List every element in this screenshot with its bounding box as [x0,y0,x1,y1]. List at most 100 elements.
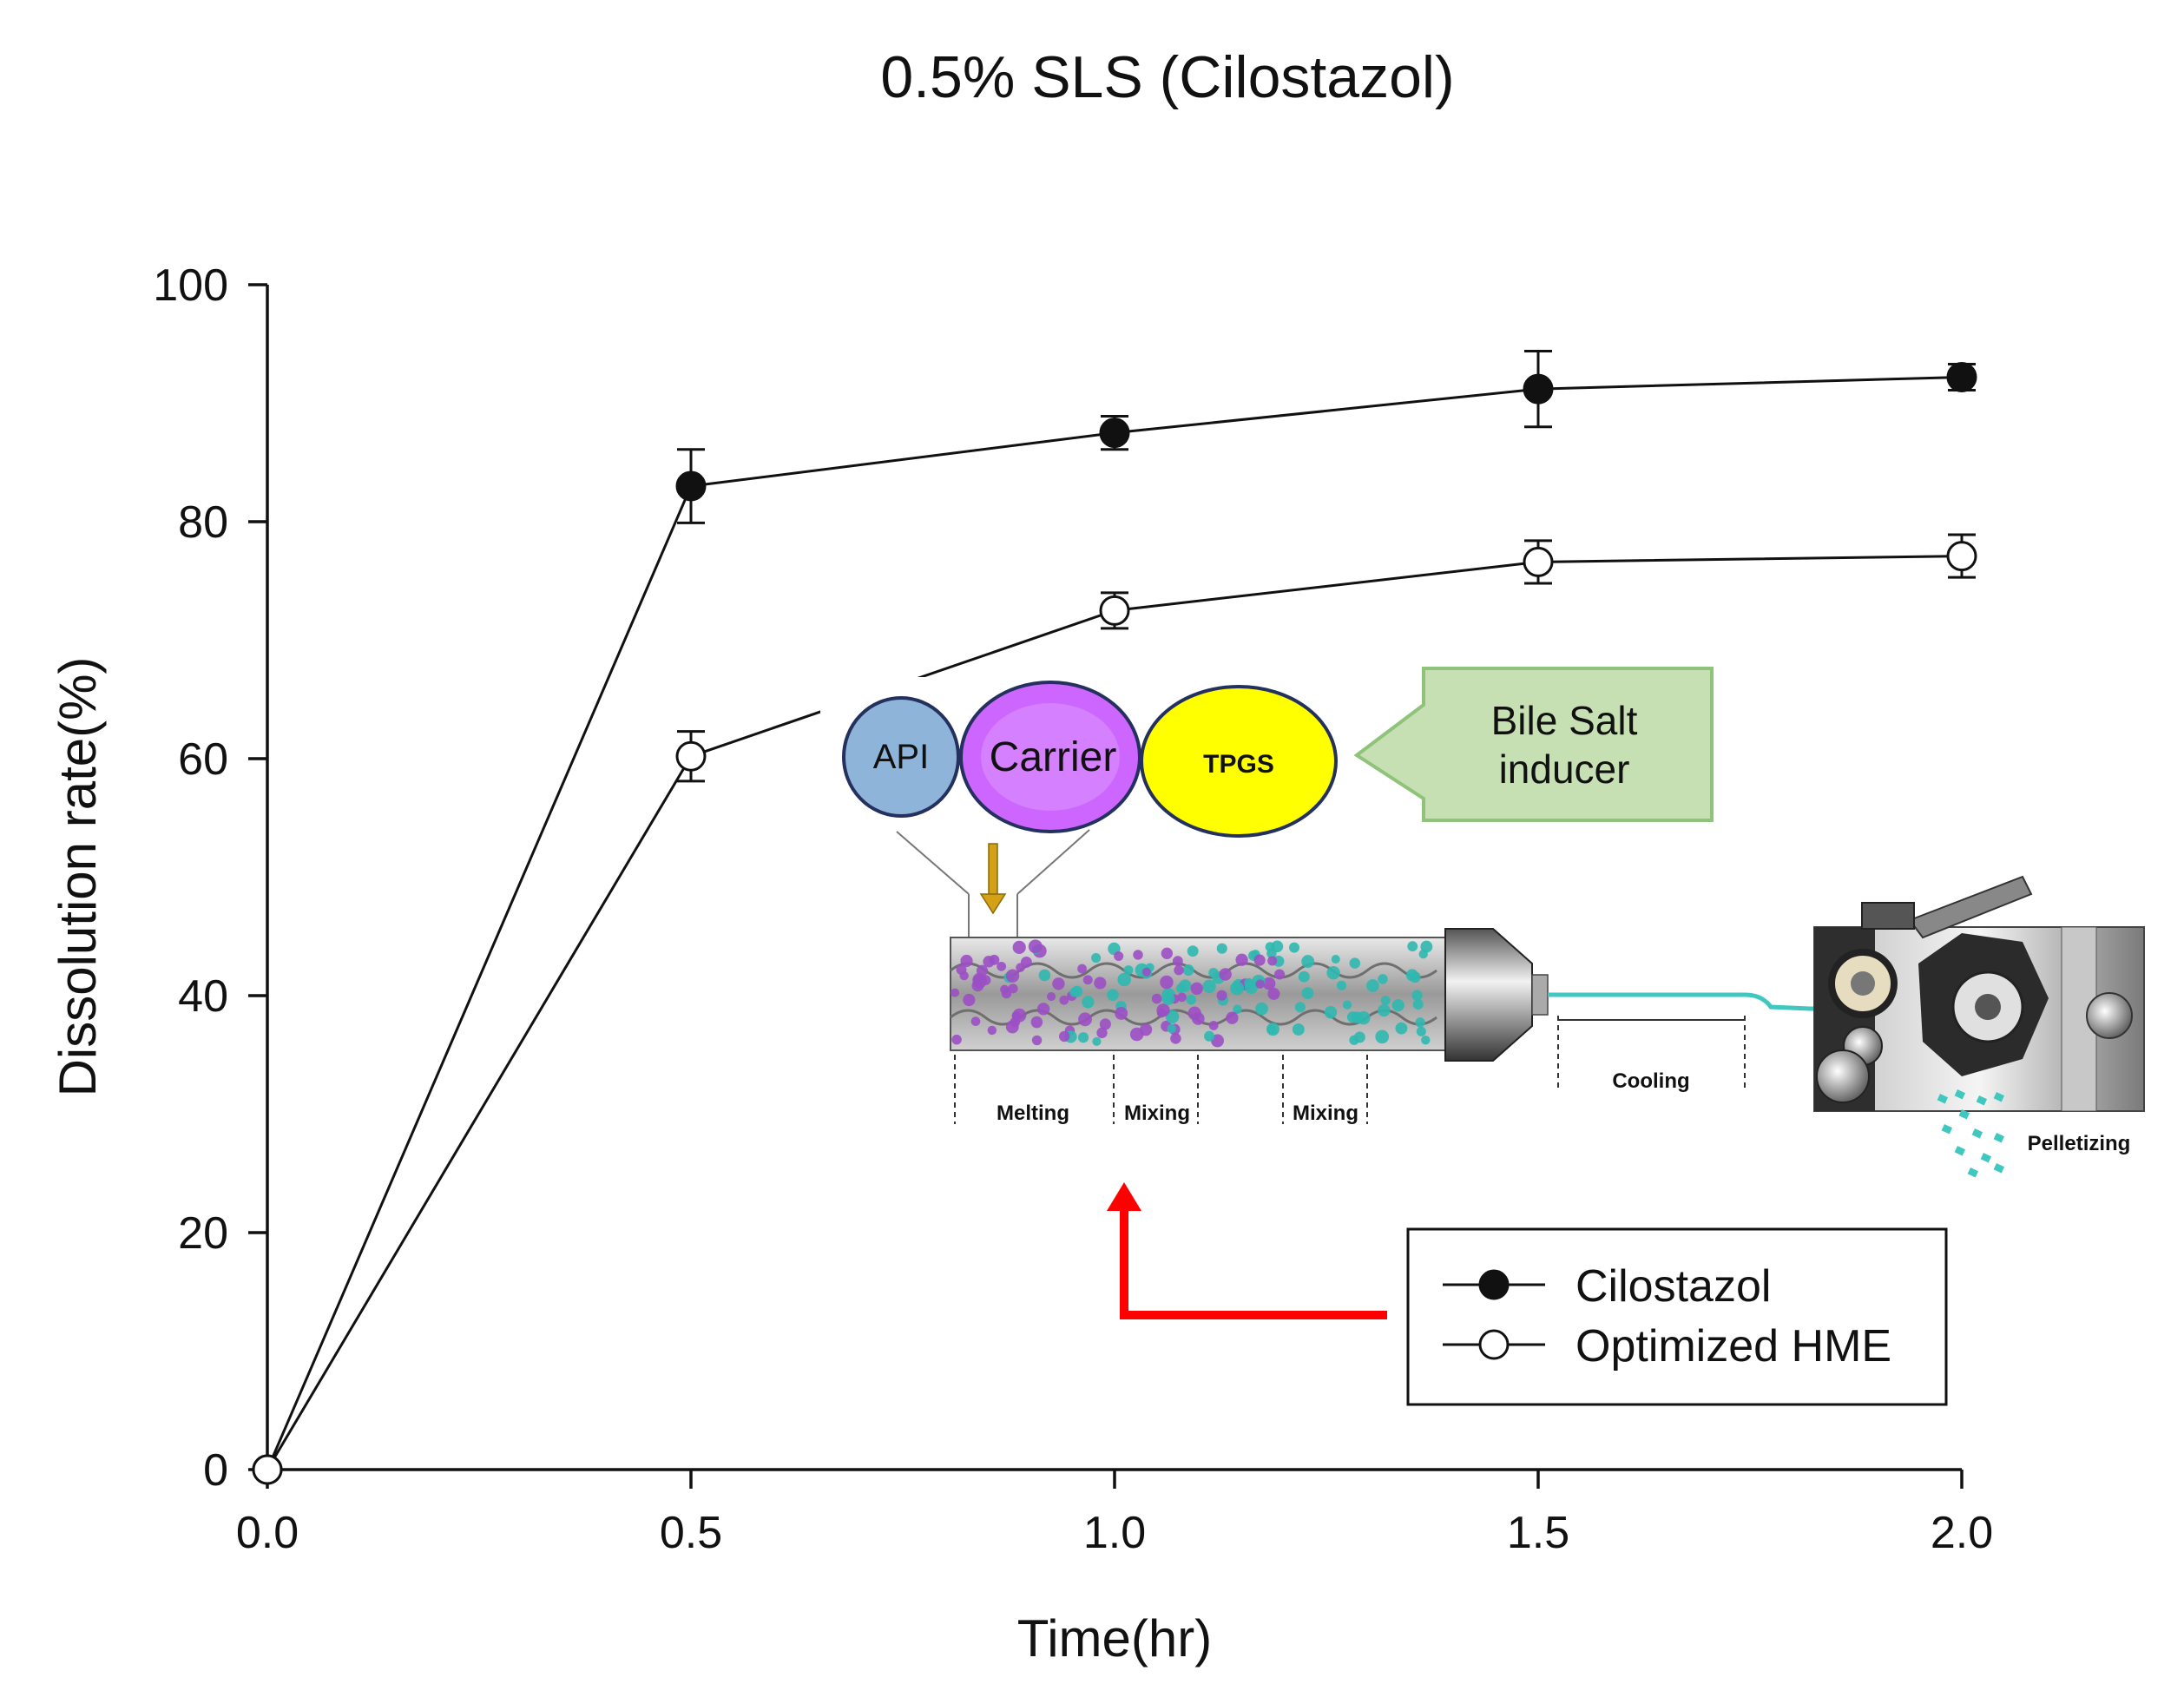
data-point-cilostazol [1523,373,1554,405]
particle [983,955,995,968]
pellet [1993,1132,2005,1143]
particle [1038,969,1051,982]
particle [1418,949,1428,959]
legend: Cilostazol Optimized HME [1406,1227,1948,1406]
particle [1078,1012,1092,1027]
feed-arrow [979,843,1007,915]
pellet [1993,1092,2005,1102]
particle [1177,992,1187,1003]
particle [1336,980,1347,990]
particle [1351,1011,1364,1023]
pellet [1937,1094,1949,1104]
hme-process-inset: API Carrier TPGS Bile Salt inducer [820,667,2145,1319]
particle [1005,1020,1019,1034]
particle [1167,1023,1176,1034]
pellet [1958,1108,1970,1120]
particle [1391,998,1404,1012]
particle [1301,955,1315,969]
particle [1077,964,1087,974]
particle [1353,1031,1365,1043]
legend-marker-cilostazol [1478,1269,1510,1300]
particle [1160,975,1174,990]
particle [1115,1006,1128,1020]
pellet [1976,1095,1988,1106]
particle [1123,965,1134,976]
pelletizer-machine [1813,875,2145,1112]
particle [1012,1008,1027,1023]
y-tick-label: 20 [178,1208,228,1259]
particle [1289,942,1299,953]
particle [1331,955,1340,964]
extrudate-strand [1548,992,1918,1011]
particle [1186,994,1196,1005]
particle [976,964,989,977]
particle [1000,984,1010,995]
particle [1028,939,1043,954]
legend-box [1406,1227,1948,1406]
particle [1235,953,1248,966]
red-pointer-arrow [1107,1182,1387,1319]
particle [1117,972,1131,987]
particle [1412,999,1424,1010]
x-tick-label: 1.0 [1083,1508,1146,1558]
particle [1407,941,1418,952]
y-tick-label: 40 [178,971,228,1022]
pellet [1971,1128,1983,1139]
particle [1266,1024,1277,1035]
particle [1375,1029,1390,1044]
data-series [252,349,1977,1485]
particle [1020,956,1032,968]
particle [1255,979,1265,989]
particle [1092,1036,1102,1046]
particle [1170,1033,1181,1044]
particle [1301,987,1314,1000]
data-point-optimized-hme [252,1454,283,1485]
pellets [1937,1089,2005,1178]
tpgs-label: TPGS [1203,750,1274,779]
particle [1416,1026,1426,1036]
particle [1141,967,1151,977]
legend-marker-optimized-hme [1478,1329,1510,1360]
cooling-label: Cooling [1612,1069,1689,1093]
particle [1267,956,1278,966]
api-oval [842,696,960,818]
particle [1202,979,1216,994]
particle [1298,970,1310,983]
particle [1349,957,1361,969]
bile-salt-label: Bile Salt [1491,698,1638,743]
particle [1267,987,1280,1000]
extruder-die [1444,928,1549,1062]
extruder-barrel [950,937,1446,1051]
bile-salt-inducer-arrow [1353,667,1714,822]
particle [1161,947,1174,959]
legend-label-optimized-hme: Optimized HME [1576,1321,1891,1372]
particle [1036,1003,1050,1016]
particle [1395,1022,1408,1035]
zone-melting-label: Melting [997,1102,1069,1125]
particle [1244,980,1259,995]
particle [951,988,960,997]
particle [987,1025,997,1036]
particle [1175,983,1186,993]
data-point-cilostazol [675,470,707,502]
particle [1378,974,1388,984]
particle [1421,1036,1431,1045]
particle [1292,1023,1305,1036]
particle [997,961,1007,971]
particle [1187,945,1199,957]
y-tick-label: 0 [203,1445,228,1496]
api-label: API [873,738,929,776]
particle [1216,990,1227,1001]
x-tick-label: 2.0 [1931,1508,1993,1558]
particle [1077,1032,1089,1043]
legend-label-cilostazol: Cilostazol [1576,1261,1771,1312]
data-point-optimized-hme [1946,541,1977,572]
particle [1253,954,1266,966]
pellet [1993,1163,2005,1174]
x-tick-label: 0.5 [660,1508,722,1558]
particle [1099,1018,1111,1030]
data-point-optimized-hme [675,740,707,772]
data-point-cilostazol [1099,418,1130,449]
y-tick-label: 60 [178,734,228,785]
